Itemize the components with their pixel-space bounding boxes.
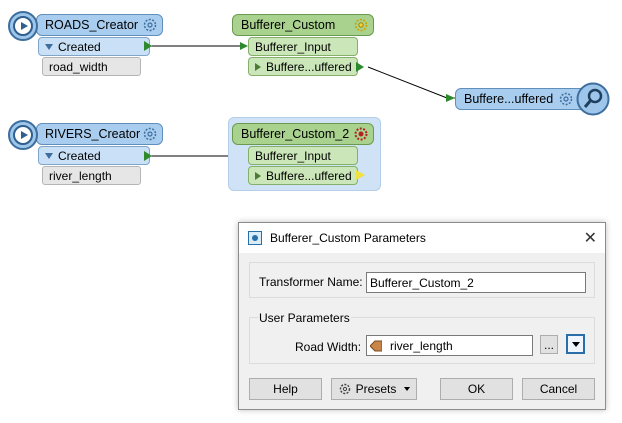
ok-button[interactable]: OK (440, 378, 513, 400)
transformer-name-label: Transformer Name: (259, 275, 363, 289)
output-port-buffered[interactable]: Buffere...uffered (248, 166, 358, 185)
error-gear-icon[interactable] (353, 126, 369, 142)
transformer-name-value: Bufferer_Custom_2 (370, 275, 474, 290)
node-title: Bufferer_Custom (241, 18, 336, 32)
transformer-name-group: Transformer Name: Bufferer_Custom_2 (249, 262, 595, 298)
port-label: Bufferer_Input (255, 148, 331, 163)
creator-icon[interactable] (8, 120, 38, 150)
help-button[interactable]: Help (249, 378, 322, 400)
inspector-node[interactable]: Buffere...uffered (455, 88, 587, 110)
port-label: Bufferer_Input (255, 39, 331, 54)
dialog-titlebar: Bufferer_Custom Parameters ✕ (239, 223, 605, 253)
gear-icon[interactable] (353, 17, 369, 33)
help-label: Help (273, 382, 298, 396)
input-port[interactable]: Bufferer_Input (248, 146, 358, 165)
output-arrow-icon (356, 62, 364, 72)
attribute-road-width: road_width (42, 57, 141, 76)
port-label: Created (58, 39, 101, 54)
ellipsis-button[interactable]: ... (540, 335, 558, 354)
attribute-river-length: river_length (42, 166, 141, 185)
inspector-magnifier-icon[interactable] (576, 82, 610, 116)
ok-label: OK (467, 382, 486, 396)
output-arrow-icon (144, 41, 152, 51)
road-width-dropdown-button[interactable] (566, 334, 585, 354)
dropdown-arrow-icon (404, 387, 411, 391)
road-width-value: river_length (390, 338, 453, 353)
expand-icon (255, 171, 261, 180)
expand-icon (45, 43, 53, 50)
roads-creator-node[interactable]: ROADS_Creator (36, 14, 163, 36)
unconnected-output-arrow-icon (356, 170, 365, 180)
parameters-dialog: Bufferer_Custom Parameters ✕ Transformer… (238, 222, 606, 410)
gear-icon[interactable] (558, 91, 574, 107)
port-label: Buffere...uffered (266, 59, 352, 74)
transformer-name-input[interactable]: Bufferer_Custom_2 (366, 272, 586, 293)
expand-icon (255, 62, 261, 71)
bufferer-custom-2-node[interactable]: Bufferer_Custom_2 (232, 123, 374, 145)
road-width-label: Road Width: (295, 340, 362, 354)
expand-icon (45, 152, 53, 159)
port-label: Buffere...uffered (266, 168, 352, 183)
output-port-buffered[interactable]: Buffere...uffered (248, 57, 358, 76)
rivers-creator-node[interactable]: RIVERS_Creator (36, 123, 163, 145)
node-title: Buffere...uffered (464, 92, 554, 106)
dialog-app-icon (248, 231, 262, 245)
bufferer-custom-node[interactable]: Bufferer_Custom (232, 14, 374, 36)
presets-button[interactable]: Presets (331, 378, 417, 400)
attribute-icon (370, 340, 382, 351)
gear-icon[interactable] (142, 17, 158, 33)
node-title: ROADS_Creator (45, 18, 139, 32)
node-title: RIVERS_Creator (45, 127, 141, 141)
attribute-label: river_length (49, 168, 112, 183)
output-port-created[interactable]: Created (38, 146, 150, 165)
output-arrow-icon (144, 151, 152, 161)
cancel-label: Cancel (539, 382, 578, 396)
dropdown-arrow-icon (571, 341, 580, 347)
cancel-button[interactable]: Cancel (522, 378, 595, 400)
node-title: Bufferer_Custom_2 (241, 127, 350, 141)
close-icon[interactable]: ✕ (583, 230, 597, 247)
ellipsis-label: ... (543, 337, 554, 352)
user-parameters-label: User Parameters (258, 311, 351, 325)
presets-label: Presets (355, 382, 397, 396)
output-port-created[interactable]: Created (38, 37, 150, 56)
input-port-arrow (240, 42, 248, 50)
port-label: Created (58, 148, 101, 163)
user-parameters-group: Road Width: river_length ... (249, 317, 595, 364)
input-port[interactable]: Bufferer_Input (248, 37, 358, 56)
gear-icon[interactable] (142, 126, 158, 142)
attribute-label: road_width (49, 59, 108, 74)
dialog-title: Bufferer_Custom Parameters (270, 231, 426, 245)
road-width-input[interactable]: river_length (366, 335, 533, 356)
creator-icon[interactable] (8, 11, 38, 41)
presets-gear-icon (339, 383, 350, 395)
